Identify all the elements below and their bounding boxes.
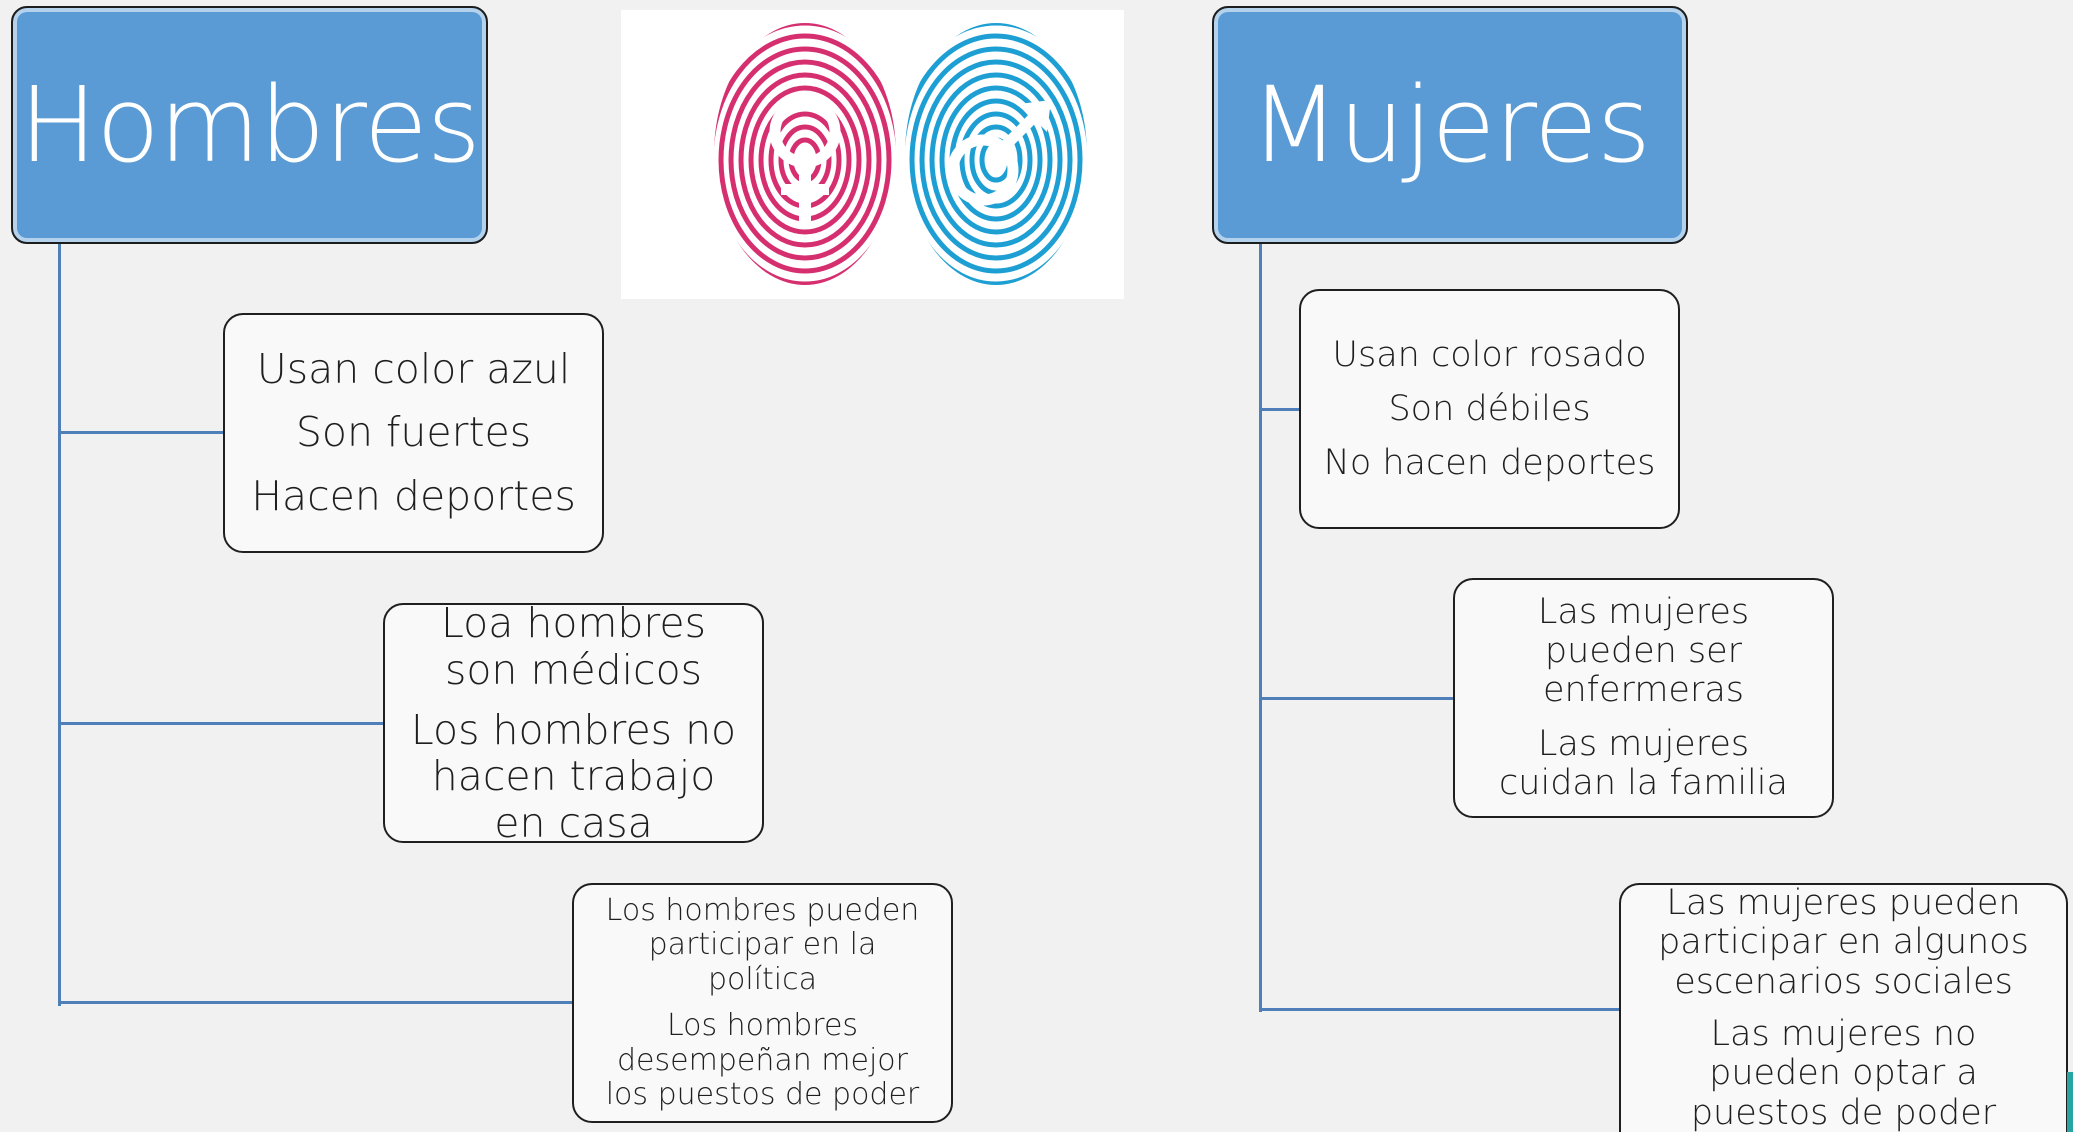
mujeres-vertical-connector: [1259, 244, 1262, 1012]
mujeres-connector-2: [1259, 697, 1455, 700]
hombres-connector-3: [58, 1001, 574, 1004]
hombres-node-1-line-3: Hacen deportes: [251, 471, 576, 520]
hombres-node-2: Loa hombres son médicos Los hombres no h…: [383, 603, 764, 843]
hombres-vertical-connector: [58, 244, 61, 1006]
hombres-node-1-line-2: Son fuertes: [295, 408, 532, 457]
hombres-node-2-line-1: Loa hombres son médicos: [441, 603, 706, 694]
fingerprint-icon: [714, 23, 896, 285]
hombres-node-3-line-1: Los hombres pueden participar en la polí…: [605, 892, 920, 997]
fingerprint-icon: [905, 23, 1087, 285]
mujeres-header: Mujeres: [1212, 6, 1688, 244]
hombres-node-1: Usan color azul Son fuertes Hacen deport…: [223, 313, 604, 553]
fingerprints-graphic: [714, 23, 1087, 285]
gender-fingerprints-image: [621, 10, 1124, 299]
mujeres-title: Mujeres: [1249, 64, 1651, 186]
hombres-node-3: Los hombres pueden participar en la polí…: [572, 883, 953, 1123]
mujeres-node-2-line-1: Las mujeres pueden ser enfermeras: [1537, 592, 1750, 711]
mujeres-node-3-line-1: Las mujeres pueden participar en algunos…: [1658, 883, 2029, 1002]
male-symbol-icon: [947, 100, 1051, 206]
mujeres-node-3: Las mujeres pueden participar en algunos…: [1619, 883, 2068, 1132]
hombres-connector-1: [58, 431, 224, 434]
mujeres-connector-1: [1259, 408, 1301, 411]
mujeres-node-1-line-1: Usan color rosado: [1332, 335, 1647, 375]
hombres-title: Hombres: [19, 64, 481, 186]
mujeres-node-1-line-3: No hacen deportes: [1323, 443, 1656, 483]
mujeres-node-2: Las mujeres pueden ser enfermeras Las mu…: [1453, 578, 1834, 818]
hombres-node-3-line-2: Los hombres desempeñan mejor los puestos…: [605, 1008, 920, 1112]
hombres-node-1-line-1: Usan color azul: [256, 345, 571, 394]
hombres-node-2-line-2: Los hombres no hacen trabajo en casa: [410, 705, 737, 843]
female-symbol-icon: [769, 96, 841, 222]
mujeres-connector-3: [1259, 1008, 1621, 1011]
mujeres-node-3-line-2: Las mujeres no pueden optar a puestos de…: [1690, 1013, 1997, 1132]
hombres-header: Hombres: [11, 6, 488, 244]
mujeres-node-1: Usan color rosado Son débiles No hacen d…: [1299, 289, 1680, 529]
mujeres-node-1-line-2: Son débiles: [1388, 389, 1591, 429]
hombres-connector-2: [58, 722, 384, 725]
mujeres-node-2-line-2: Las mujeres cuidan la familia: [1499, 723, 1788, 803]
corner-accent: [2067, 1072, 2073, 1132]
